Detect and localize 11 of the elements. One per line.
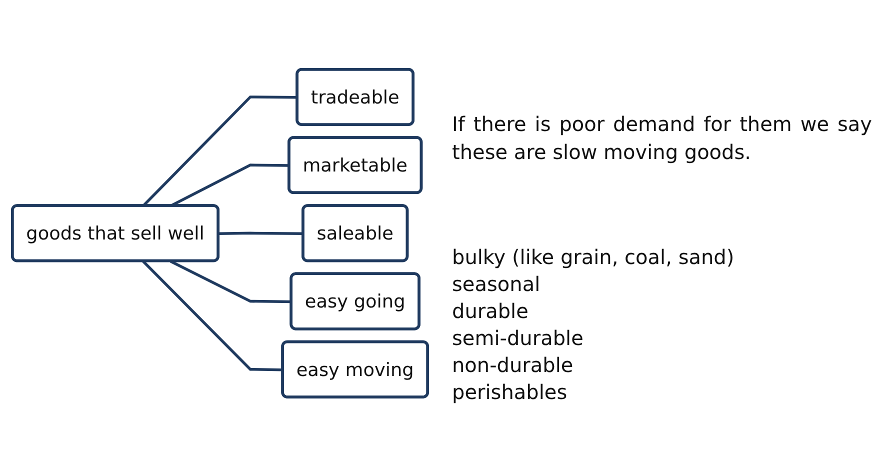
note-text: If there is poor demand for them we say these are slow moving goods. [452,111,872,166]
list-item: perishables [452,379,568,406]
flowchart: goods that sell well tradeable marketable saleable easy going easy moving [5,62,435,404]
list-item: seasonal [452,271,540,298]
list-item: durable [452,298,528,325]
list-item: bulky (like grain, coal, sand) [452,244,734,271]
connector [218,232,304,235]
list-item: non-durable [452,352,574,379]
connector [170,260,292,303]
connector [142,260,284,372]
list-item: semi-durable [452,325,584,352]
